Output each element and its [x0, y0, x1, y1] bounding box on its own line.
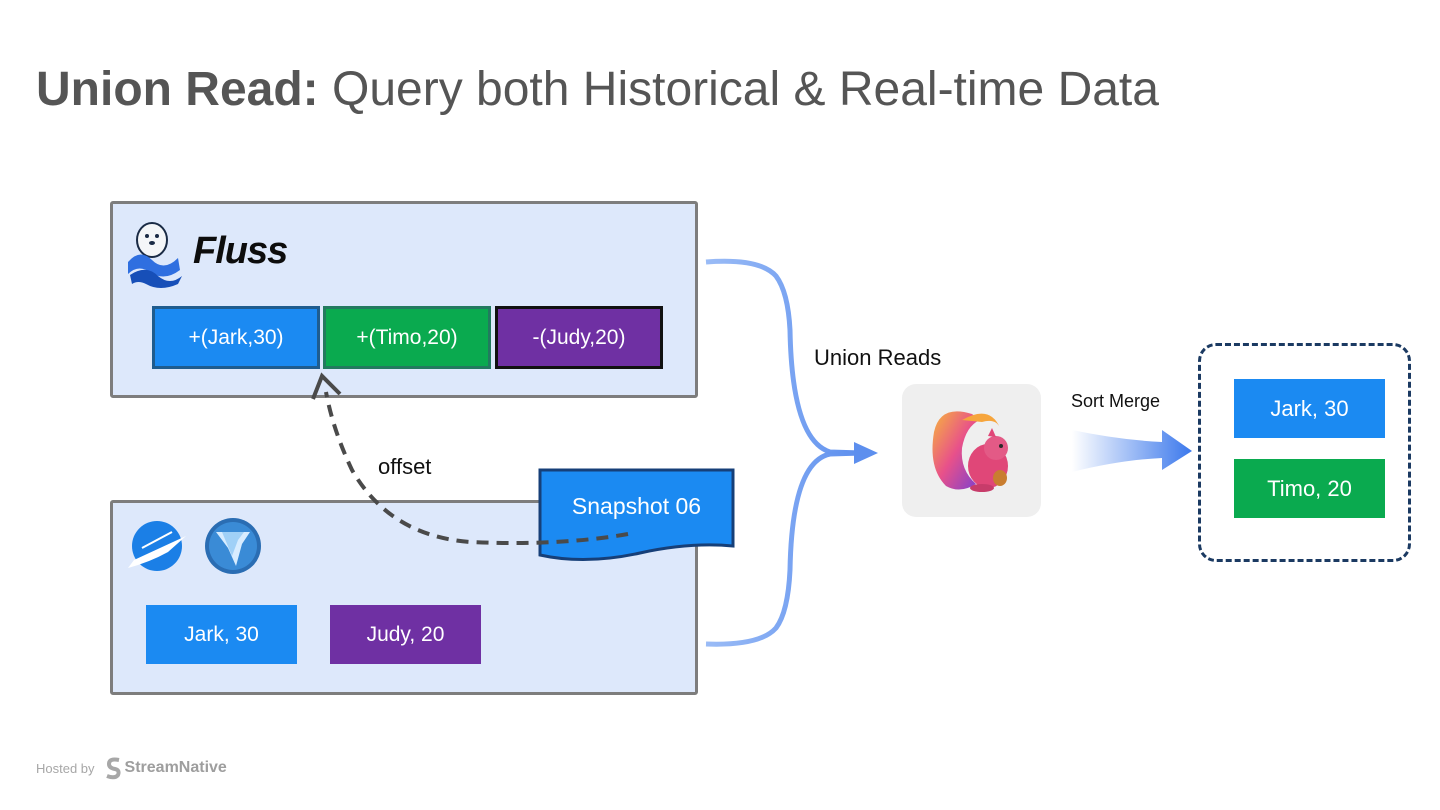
- page-title: Union Read: Query both Historical & Real…: [36, 62, 1159, 117]
- union-reads-label: Union Reads: [814, 345, 942, 370]
- fluss-record-timo: +(Timo,20): [323, 306, 491, 369]
- footer: Hosted by StreamNative: [36, 756, 227, 780]
- fluss-record-jark: +(Jark,30): [152, 306, 320, 369]
- title-rest: Query both Historical & Real-time Data: [318, 63, 1159, 116]
- merged-result-box: [1198, 343, 1411, 562]
- streamnative-logo-icon: [105, 757, 121, 780]
- result-record-jark: Jark, 30: [1234, 379, 1385, 438]
- flink-engine-tile: [902, 384, 1041, 517]
- result-record-timo: Timo, 20: [1234, 459, 1385, 518]
- brand-name: StreamNative: [124, 759, 227, 776]
- sort-merge-arrow: [1072, 430, 1192, 472]
- sort-merge-label: Sort Merge: [1071, 391, 1161, 411]
- lake-record-jark: Jark, 30: [146, 605, 297, 664]
- title-bold: Union Read:: [36, 63, 319, 116]
- fluss-record-judy: -(Judy,20): [495, 306, 663, 369]
- hosted-by-text: Hosted by: [36, 760, 95, 776]
- union-arrowhead: [854, 442, 878, 464]
- offset-label: offset: [378, 454, 432, 479]
- union-bracket-bottom: [705, 450, 863, 647]
- lake-record-judy: Judy, 20: [330, 605, 481, 664]
- fluss-logo-text: Fluss: [193, 230, 288, 272]
- snapshot-label: Snapshot 06: [571, 493, 702, 519]
- lake-panel: [110, 500, 698, 695]
